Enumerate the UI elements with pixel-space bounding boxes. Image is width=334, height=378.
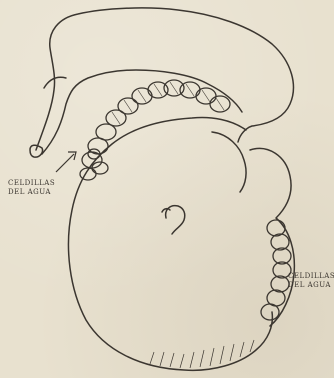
tube-opening: [30, 145, 43, 157]
label-right-line2: del agua: [288, 281, 334, 290]
inner-curve: [212, 132, 246, 192]
water-cell-upper-3: [96, 124, 116, 140]
label-right-line1: Celdillas: [288, 272, 334, 281]
esophagus-outline: [36, 8, 293, 150]
arrow-shaft: [56, 154, 74, 172]
water-cell-lower-7: [261, 304, 279, 320]
label-left-line2: del agua: [8, 188, 68, 197]
esophagus-inner: [42, 70, 242, 154]
label-left-line1: Celdillas: [8, 179, 68, 188]
label-water-cells-left: Celdillas del agua: [8, 179, 68, 197]
label-water-cells-right: Celdillas del agua: [288, 272, 334, 290]
duct-shape: [166, 206, 185, 234]
